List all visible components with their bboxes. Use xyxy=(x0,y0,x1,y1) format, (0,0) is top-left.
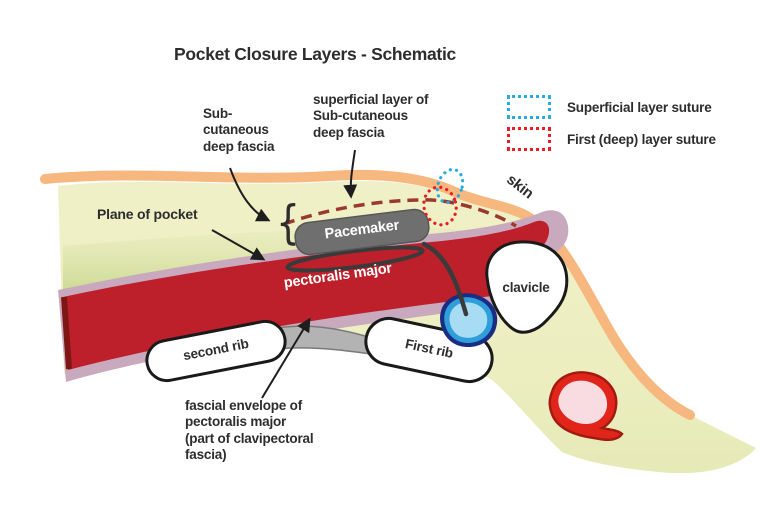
label-subcutaneous-deep-fascia: Sub- cutaneous deep fascia xyxy=(203,106,275,154)
pacemaker-lead-wire xyxy=(421,241,469,317)
skin-layer xyxy=(40,169,695,420)
legend-item-superficial: Superficial layer suture xyxy=(507,95,716,119)
arrow-plane-of-pocket xyxy=(211,229,266,261)
suture-legend: Superficial layer suture First (deep) la… xyxy=(507,95,716,159)
pacemaker-device xyxy=(294,208,430,256)
lead-coil xyxy=(285,245,425,273)
brace-glyph: { xyxy=(276,196,300,251)
superficial-suture-swatch-icon xyxy=(507,95,551,119)
diagram-title: Pocket Closure Layers - Schematic xyxy=(174,44,456,64)
superficial-fascia-dashed-line xyxy=(283,198,517,228)
arrow-subcutaneous-to-brace xyxy=(229,167,271,222)
second-rib-bone xyxy=(145,319,287,383)
vessel-cross-section-lumen xyxy=(558,380,608,424)
label-fascial-envelope: fascial envelope of pectoralis major (pa… xyxy=(185,398,314,463)
clavicle-bone xyxy=(485,240,569,334)
label-superficial-layer: superficial layer of Sub-cutaneous deep … xyxy=(313,92,429,140)
legend-item-deep: First (deep) layer suture xyxy=(507,127,716,151)
superficial-suture-ring xyxy=(435,167,465,205)
arrow-fascial-envelope xyxy=(261,317,311,399)
deep-suture-swatch-icon xyxy=(507,127,551,151)
legend-label-superficial: Superficial layer suture xyxy=(567,99,712,115)
arrow-superficial-layer xyxy=(343,149,358,199)
legend-label-deep: First (deep) layer suture xyxy=(567,131,716,147)
subclavian-vein xyxy=(440,293,498,348)
pectoralis-major-muscle xyxy=(63,220,550,370)
label-plane-of-pocket: Plane of pocket xyxy=(97,206,198,222)
muscle-left-edge xyxy=(61,296,72,370)
deep-suture-ring xyxy=(422,185,458,227)
label-clavicle: clavicle xyxy=(502,280,550,295)
